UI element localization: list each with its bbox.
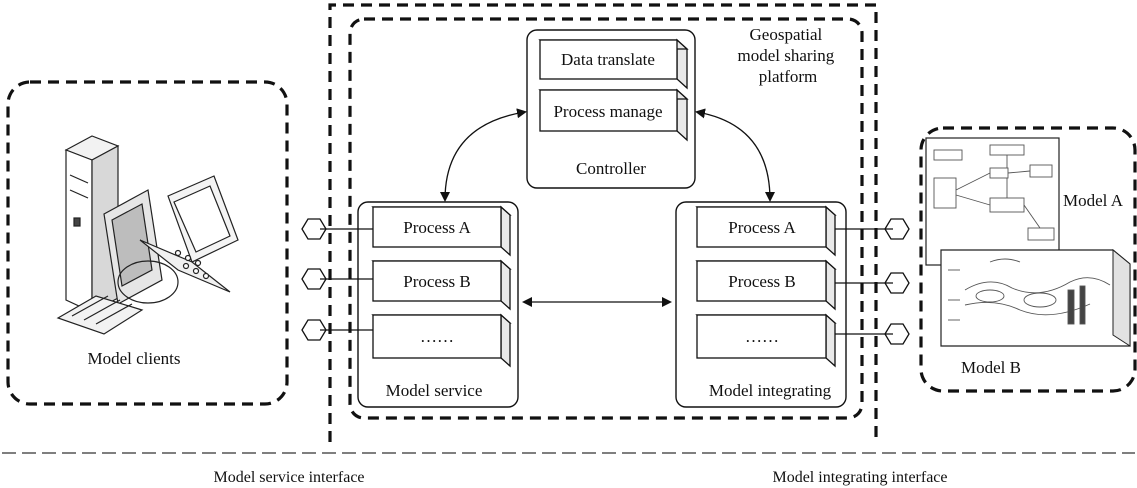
controller-panel: Data translate Process manage Controller [526, 29, 696, 189]
model-clients-label: Model clients [87, 349, 180, 368]
connector-hexagon [884, 218, 910, 240]
model-service-label: Model service [386, 381, 483, 400]
model-integrating-label: Model integrating [709, 381, 832, 400]
integrating-process-more-label: …… [745, 327, 779, 346]
connector-hexagon [301, 218, 327, 240]
data-translate-box: Data translate [538, 38, 689, 90]
model-b-thumbnail [940, 248, 1131, 347]
service-interface-label: Model service interface [213, 469, 364, 486]
integrating-process-more-box: …… [695, 313, 837, 368]
model-integrating-panel: Process A Process B …… Model integrating [675, 201, 847, 408]
connector-hexagon [301, 319, 327, 341]
controller-label: Controller [576, 159, 646, 178]
model-clients-boundary [6, 80, 289, 406]
controller-integrating-arrow [695, 108, 775, 202]
model-b-label: Model B [961, 358, 1021, 377]
connector-hexagon [884, 272, 910, 294]
service-process-b-label: Process B [403, 272, 471, 291]
service-process-a-box: Process A [371, 205, 512, 257]
service-process-a-label: Process A [403, 218, 471, 237]
computer-clients-icon [56, 135, 239, 335]
platform-inner-boundary [348, 17, 864, 420]
models-boundary [919, 126, 1137, 393]
service-process-more-box: …… [371, 313, 512, 368]
process-manage-box: Process manage [538, 88, 689, 142]
connector-hexagon [884, 323, 910, 345]
model-a-thumbnail [925, 137, 1060, 266]
integrating-process-a-label: Process A [728, 218, 796, 237]
model-service-panel: Process A Process B …… Model service [357, 201, 519, 408]
service-process-b-box: Process B [371, 259, 512, 311]
model-a-label: Model A [1063, 191, 1124, 210]
service-interface-connectors [301, 218, 373, 341]
platform-outer-boundary [328, 3, 878, 442]
data-translate-label: Data translate [561, 50, 655, 69]
integrating-interface-label: Model integrating interface [772, 469, 947, 486]
integrating-process-b-label: Process B [728, 272, 796, 291]
connector-hexagon [301, 268, 327, 290]
integrating-interface-connectors [835, 218, 910, 345]
integrating-process-a-box: Process A [695, 205, 837, 257]
process-manage-label: Process manage [553, 102, 662, 121]
integrating-process-b-box: Process B [695, 259, 837, 311]
service-process-more-label: …… [420, 327, 454, 346]
platform-title: Geospatial model sharing platform [737, 25, 838, 86]
controller-service-arrow [440, 108, 527, 202]
